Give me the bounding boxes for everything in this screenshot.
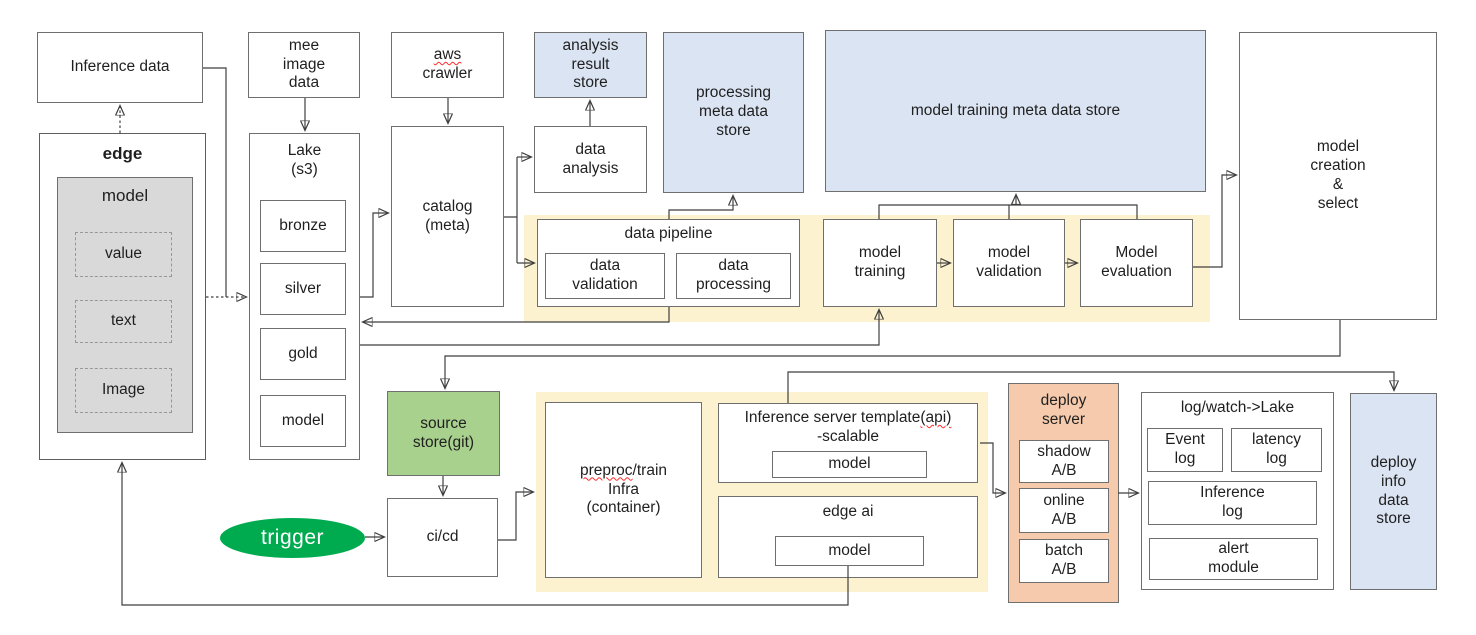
processing-meta-store-node: processing meta data store [663,32,804,193]
slot-text-label: text [111,312,136,330]
data-validation-node: data validation [545,253,665,299]
train-infra-node: preproc/train Infra (container) [545,402,702,578]
model-creation-select-label: model creation & select [1310,138,1366,212]
inference-log-label: Inference log [1200,484,1265,520]
train-infra-line2: Infra [607,480,639,498]
silver-to-catalog-arrow [360,213,388,298]
deploy-mode-batch: batch A/B [1019,539,1109,583]
data-analysis-label: data analysis [562,140,619,177]
model-validation-node: model validation [953,219,1065,307]
inference-data-node: Inference data [37,32,203,103]
lake-layer-bronze: bronze [260,200,346,252]
train-infra-line3: (container) [586,499,661,517]
mee-image-data-label: mee image data [282,36,326,92]
catalog-node: catalog (meta) [391,126,504,307]
online-ab-label: online A/B [1043,491,1085,528]
ci-cd-node: ci/cd [387,498,498,577]
aws-crawler-label-rest: crawler [422,65,473,82]
data-processing-node: data processing [676,253,791,299]
gold-label: gold [288,344,318,362]
data-pipeline-title: data pipeline [624,225,713,242]
train-infra-misspelled: preproc [579,461,633,479]
model-training-label: model training [854,244,906,280]
mee-image-data-node: mee image data [248,32,360,98]
deploy-mode-online: online A/B [1019,488,1109,533]
log-watch-title: log/watch->Lake [1180,399,1295,416]
lake-title: Lake (s3) [287,142,322,178]
silver-label: silver [284,279,322,297]
train-infra-rest: /train [632,461,668,479]
data-analysis-node: data analysis [534,126,647,193]
model-validation-label: model validation [976,244,1042,280]
processing-meta-store-label: processing meta data store [696,84,771,139]
edge-model-slot-value: value [75,232,172,277]
edge-model-slot-text: text [75,300,172,343]
inference-server-line1: Inference server template(api) [745,409,952,428]
deploy-info-store-node: deploy info data store [1350,393,1437,590]
inference-server-model-node: model [772,451,927,478]
lake-layer-silver: silver [260,263,346,315]
analysis-result-store-node: analysis result store [534,32,647,98]
deploy-info-store-label: deploy info data store [1370,453,1417,528]
model-training-meta-store-label: model training meta data store [910,101,1121,119]
latency-log-label: latency log [1251,431,1302,467]
slot-value-label: value [104,245,143,263]
shadow-ab-label: shadow A/B [1037,442,1091,479]
event-log-node: Event log [1147,428,1223,472]
aws-crawler-node: aws crawler [391,32,504,98]
inference-server-model-label: model [828,455,871,473]
inference-log-node: Inference log [1148,481,1317,525]
edge-ai-model-node: model [775,536,924,566]
slot-image-label: Image [101,381,146,399]
model-evaluation-label: Model evaluation [1101,244,1172,280]
model-creation-select-node: model creation & select [1239,32,1437,320]
lake-layer-model: model [260,395,346,447]
model-training-node: model training [823,219,937,307]
inference-data-feed-line [203,67,227,297]
inference-data-label: Inference data [70,58,170,76]
inference-server-template-node: Inference server template(api) -scalable [718,403,978,483]
trigger-label: trigger [260,526,325,549]
deploy-server-title: deploy server [1040,392,1087,428]
ci-cd-label: ci/cd [426,528,459,546]
source-store-node: source store(git) [387,391,500,476]
alert-module-label: alert module [1208,540,1259,576]
data-validation-label: data validation [572,257,638,293]
train-infra-line1: preproc/train [580,462,667,481]
source-store-label: source store(git) [412,414,475,451]
creation-to-source-store-arrow [445,320,1341,388]
edge-ai-title: edge ai [822,503,874,520]
model-evaluation-node: Model evaluation [1080,219,1193,307]
inference-server-pre: Inference server template [744,409,921,426]
edge-model-slot-image: Image [75,368,172,413]
latency-log-node: latency log [1231,428,1322,472]
lake-layer-gold: gold [260,328,346,380]
aws-crawler-label-brand: aws [433,46,462,64]
deploy-mode-shadow: shadow A/B [1019,440,1109,483]
alert-module-node: alert module [1149,538,1318,580]
lake-model-label: model [281,411,325,429]
batch-ab-label: batch A/B [1045,542,1083,578]
catalog-branch-line [504,157,518,263]
inference-server-line2: -scalable [816,427,880,445]
edge-ai-model-label: model [828,541,871,559]
edge-model-title: model [101,186,149,205]
cicd-to-infra-arrow [498,492,533,541]
catalog-label: catalog (meta) [422,197,473,234]
model-training-meta-store-node: model training meta data store [825,30,1206,192]
edge-device-title: edge [102,144,143,163]
data-processing-label: data processing [696,257,771,293]
bronze-label: bronze [279,216,327,234]
edge-model-node: model [57,177,193,433]
analysis-result-store-label: analysis result store [562,36,619,92]
trigger-node: trigger [220,518,365,558]
event-log-label: Event log [1165,431,1205,467]
inference-server-api: (api) [920,409,952,426]
